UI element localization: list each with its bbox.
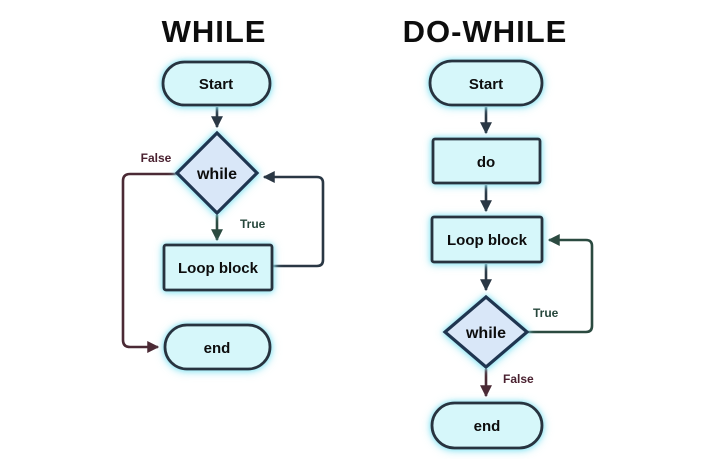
do-while-loop-block-label: Loop block	[447, 232, 528, 249]
do-while-condition-node	[442, 294, 530, 370]
while-start-node	[161, 60, 272, 107]
do-while-do-label: do	[477, 154, 495, 171]
do-while-condition-label: while	[465, 325, 506, 342]
do-while-false-label: False	[503, 372, 534, 386]
while-edge-loop-back	[262, 171, 325, 268]
while-loop-block-node	[162, 243, 274, 292]
while-true-label: True	[240, 217, 266, 231]
while-condition-node	[174, 130, 260, 216]
do-while-loop-block-node	[430, 215, 544, 264]
while-chart-title: WHILE	[162, 14, 267, 49]
while-false-label: False	[141, 151, 172, 165]
while-edge-condition-to-end	[121, 172, 177, 353]
while-end-label: end	[204, 340, 231, 357]
do-while-end-label: end	[474, 418, 501, 435]
while-start-label: Start	[199, 76, 233, 93]
do-while-end-node	[430, 401, 544, 450]
while-loop-block-label: Loop block	[178, 260, 259, 277]
do-while-start-node	[428, 59, 544, 107]
do-while-do-node	[431, 137, 542, 185]
while-condition-label: while	[196, 166, 237, 183]
do-while-edge-loop-back	[527, 234, 594, 334]
do-while-start-label: Start	[469, 76, 503, 93]
while-end-node	[163, 323, 272, 371]
do-while-true-label: True	[533, 306, 559, 320]
do-while-chart-title: DO-WHILE	[403, 14, 568, 49]
